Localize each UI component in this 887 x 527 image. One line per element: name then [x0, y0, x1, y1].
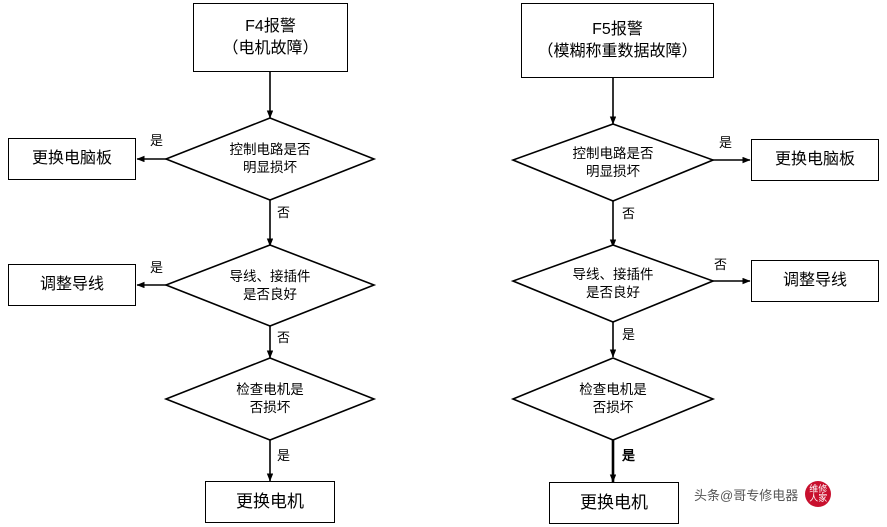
- decision-f4-1-line1: 控制电路是否: [229, 142, 311, 158]
- edge-label-f4-d3-down: 是: [277, 448, 291, 463]
- decision-f4-3: 检查电机是 否损坏: [166, 358, 374, 440]
- start-node-f5: F5报警 （模糊称重数据故障）: [521, 3, 714, 78]
- start-node-f4: F4报警 （电机故障）: [193, 3, 348, 72]
- decision-f4-1: 控制电路是否 明显损坏: [166, 118, 374, 200]
- outcome-f4-adjust-wire: 调整导线: [8, 264, 136, 306]
- outcome-f5-replace-board: 更换电脑板: [751, 139, 879, 181]
- decision-f5-3-line2: 否损坏: [592, 400, 634, 415]
- watermark: 头条@哥专修电器 维修人家: [694, 481, 832, 507]
- outcome-f4-replace-board: 更换电脑板: [8, 138, 136, 180]
- outcome-f5-replace-motor-label: 更换电机: [580, 492, 648, 512]
- decision-f4-3-line1: 检查电机是: [236, 382, 304, 398]
- outcome-f4-replace-motor-label: 更换电机: [236, 491, 304, 511]
- edge-label-f5-d2-down: 是: [622, 327, 636, 342]
- decision-f5-1-line1: 控制电路是否: [572, 145, 654, 161]
- outcome-f5-adjust-wire-label: 调整导线: [782, 272, 847, 290]
- watermark-logo-icon: 维修人家: [805, 481, 832, 507]
- edge-label-f5-d1-down: 否: [622, 206, 636, 221]
- edge-label-f5-d2-side: 否: [714, 257, 728, 272]
- decision-f5-1-line2: 明显损坏: [586, 163, 640, 179]
- outcome-f5-replace-board-label: 更换电脑板: [774, 151, 855, 169]
- start-node-f4-line1: F4报警: [245, 17, 296, 35]
- decision-f5-2: 导线、接插件 是否良好: [513, 245, 713, 322]
- outcome-f4-replace-board-label: 更换电脑板: [31, 150, 112, 168]
- outcome-f4-adjust-wire-label: 调整导线: [39, 276, 104, 294]
- decision-f5-2-line2: 是否良好: [586, 284, 640, 300]
- start-node-f4-line2: （电机故障）: [222, 39, 319, 57]
- decision-f4-2: 导线、接插件 是否良好: [166, 245, 374, 326]
- decision-f4-3-line2: 否损坏: [249, 400, 291, 415]
- outcome-f4-replace-motor: 更换电机: [205, 481, 335, 523]
- edge-label-f4-d1-down: 否: [277, 205, 291, 220]
- start-node-f5-line1: F5报警: [592, 20, 643, 38]
- decision-f4-1-line2: 明显损坏: [243, 160, 297, 175]
- decision-f5-2-line1: 导线、接插件: [572, 266, 654, 282]
- edge-label-f5-d3-down: 是: [622, 448, 636, 463]
- start-node-f5-line2: （模糊称重数据故障）: [537, 42, 698, 60]
- edge-label-f5-d1-side: 是: [719, 135, 733, 150]
- decision-f5-1: 控制电路是否 明显损坏: [513, 124, 713, 201]
- outcome-f5-replace-motor: 更换电机: [549, 482, 679, 524]
- watermark-text: 头条@哥专修电器: [694, 487, 799, 503]
- edge-label-f4-d2-down: 否: [277, 330, 291, 345]
- outcome-f5-adjust-wire: 调整导线: [751, 260, 879, 302]
- decision-f4-2-line1: 导线、接插件: [229, 268, 311, 284]
- edge-label-f4-d1-side: 是: [150, 133, 164, 148]
- edge-label-f4-d2-side: 是: [150, 260, 164, 275]
- decision-f4-2-line2: 是否良好: [243, 286, 297, 302]
- decision-f5-3: 检查电机是 否损坏: [513, 358, 713, 440]
- decision-f5-3-line1: 检查电机是: [579, 382, 647, 398]
